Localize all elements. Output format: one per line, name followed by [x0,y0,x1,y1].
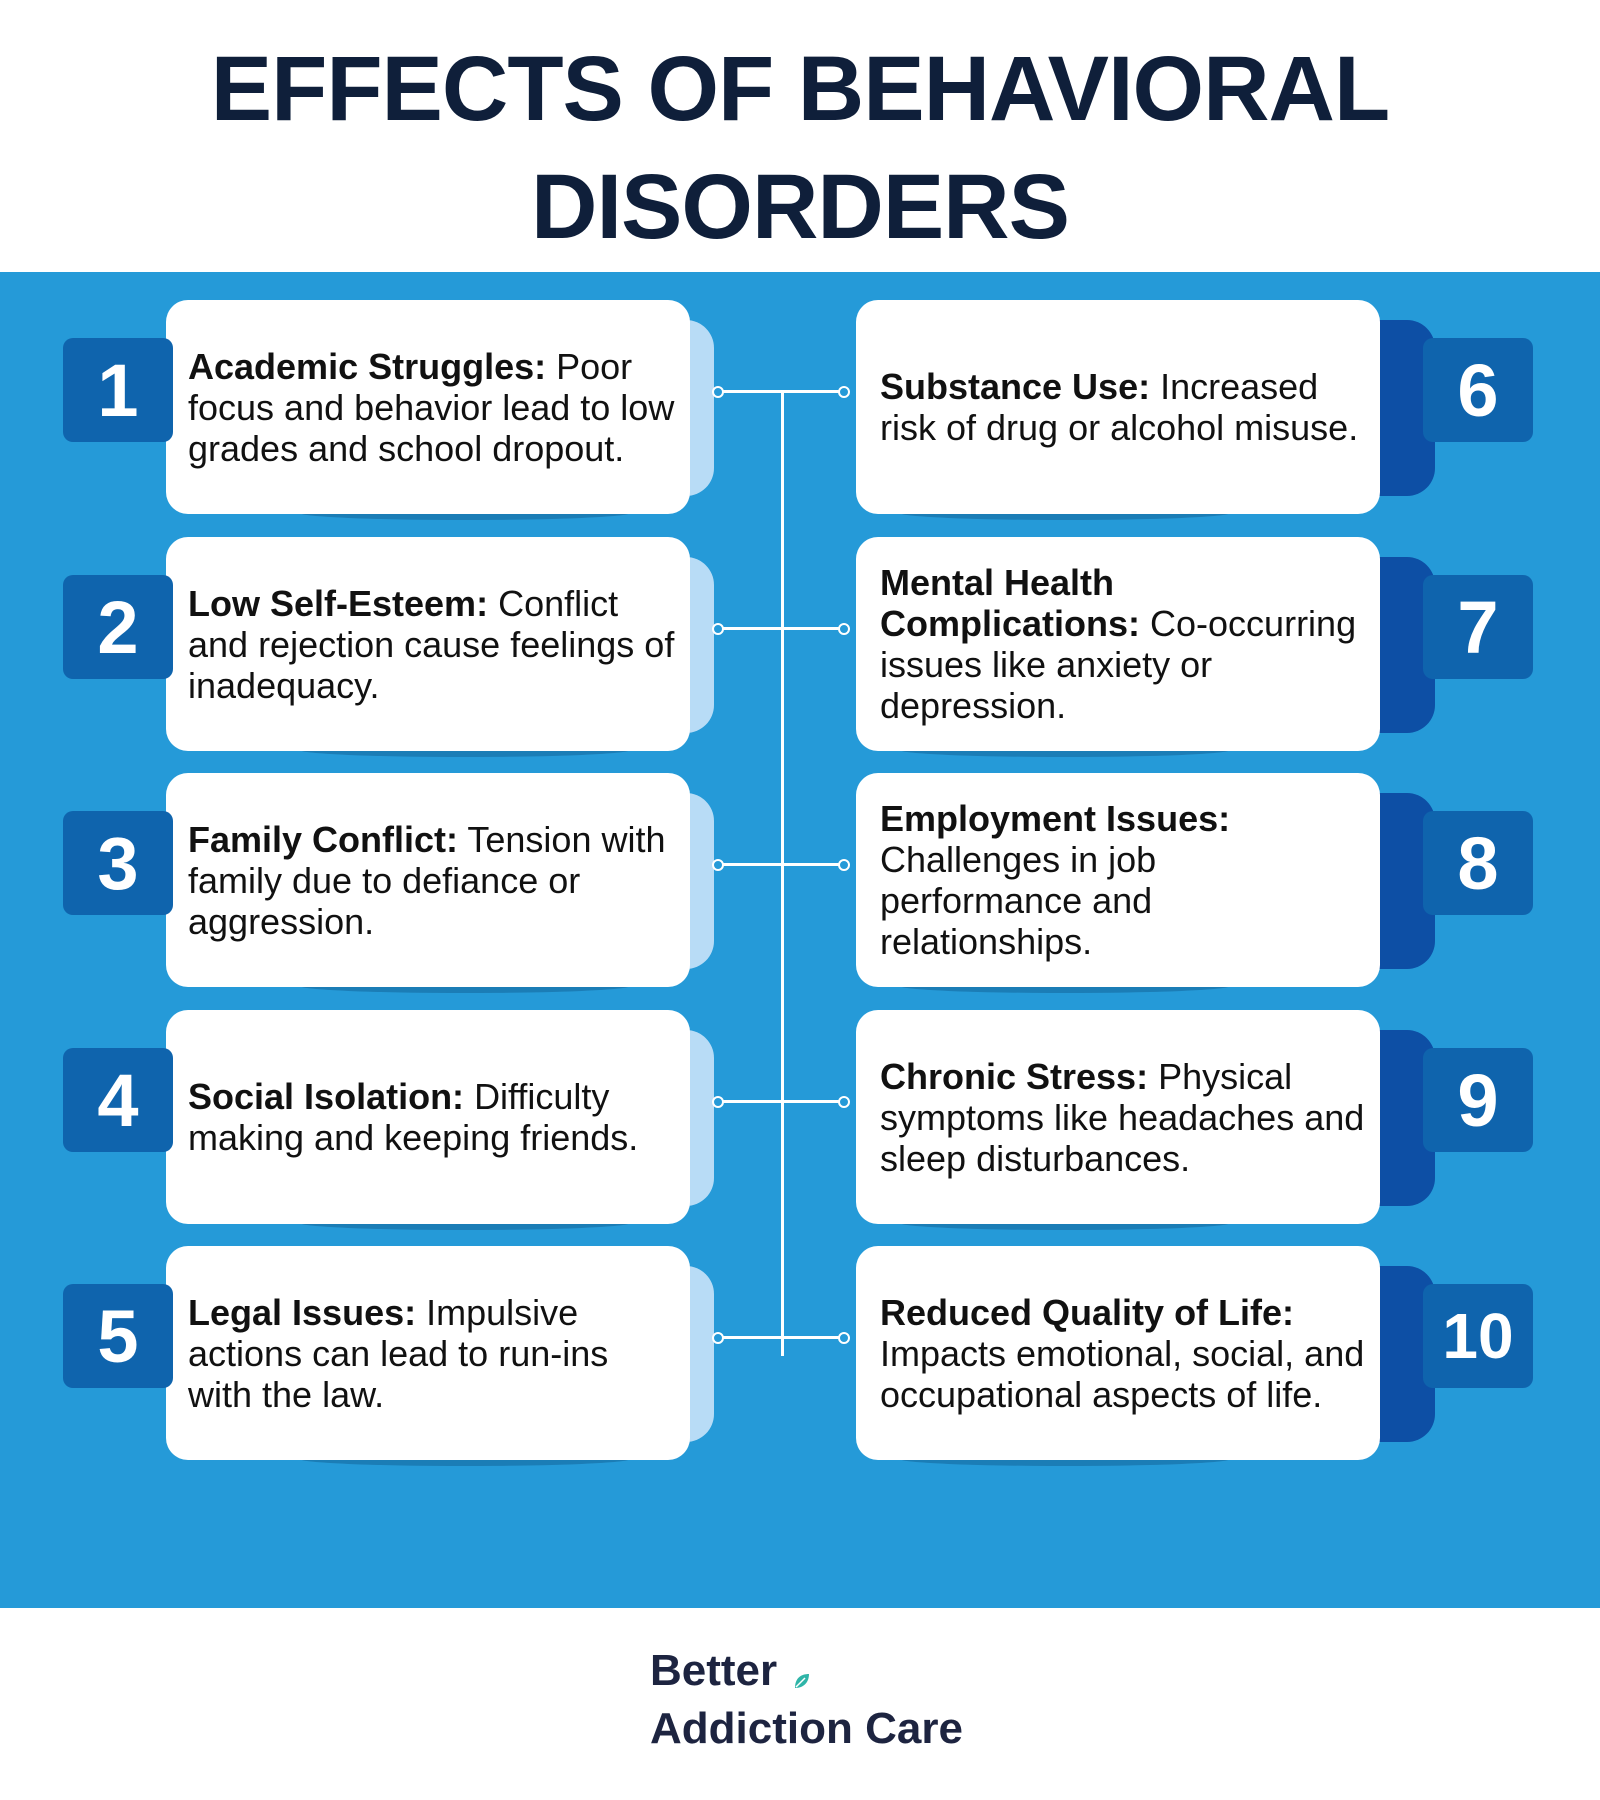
connector-line [716,627,782,630]
effect-card: Reduced Quality of Life: Impacts emotion… [856,1246,1380,1460]
connector-dot [712,386,724,398]
number-badge: 9 [1423,1048,1533,1152]
title-line-2: DISORDERS [531,156,1070,258]
logo-line-2: Addiction Care [650,1704,963,1753]
effect-text: Chronic Stress: Physical symptoms like h… [880,1056,1366,1179]
effect-heading: Social Isolation: [188,1076,465,1117]
effect-heading: Family Conflict: [188,818,459,860]
effect-description: Physical symptoms like headaches and sle… [880,1055,1365,1179]
title-line-1: EFFECTS OF BEHAVIORAL [210,38,1390,140]
effect-heading: Employment Issues: [880,798,1231,839]
effect-text: Mental Health Complications: Co-occurrin… [880,562,1366,726]
connector-line [782,1336,842,1339]
number-badge: 4 [63,1048,173,1152]
number-badge: 2 [63,575,173,679]
number-badge: 8 [1423,811,1533,915]
effect-heading: Mental Health Complications: [880,562,1141,644]
effect-heading: Legal Issues: [188,1291,417,1333]
effect-card: Academic Struggles: Poor focus and behav… [166,300,690,514]
effect-description: Co-occurring issues like anxiety or depr… [880,603,1357,726]
connector-line [782,390,842,393]
connector-dot [838,623,850,635]
effect-text: Reduced Quality of Life: Impacts emotion… [880,1292,1366,1415]
page-title: EFFECTS OF BEHAVIORAL DISORDERS [0,30,1600,266]
number-badge: 6 [1423,338,1533,442]
connector-dot [712,623,724,635]
connector-dot [838,1096,850,1108]
leaf-icon [795,1674,809,1688]
effect-text: Employment Issues: Challenges in job per… [880,798,1366,962]
effect-description: Increased risk of drug or alcohol misuse… [880,366,1359,448]
number-badge: 10 [1423,1284,1533,1388]
number-badge: 5 [63,1284,173,1388]
effect-card: Legal Issues: Impulsive actions can lead… [166,1246,690,1460]
connector-dot [712,859,724,871]
effect-text: Family Conflict: Tension with family due… [188,819,676,942]
effect-description: Tension with family due to defiance or a… [188,818,666,942]
effect-description: Conflict and rejection cause feelings of… [188,582,675,706]
connector-dot [838,386,850,398]
footer [0,1608,1600,1800]
connector-dot [712,1332,724,1344]
effect-description: Impacts emotional, social, and occupatio… [880,1332,1365,1415]
effect-description: Poor focus and behavior lead to low grad… [188,345,675,469]
effect-card: Substance Use: Increased risk of drug or… [856,300,1380,514]
connector-dot [838,859,850,871]
connector-dot [838,1332,850,1344]
effect-card: Employment Issues: Challenges in job per… [856,773,1380,987]
connector-line [716,390,782,393]
connector-line [716,863,782,866]
effect-text: Academic Struggles: Poor focus and behav… [188,346,676,469]
effect-description: Challenges in job performance and relati… [880,839,1157,962]
effect-description: Impulsive actions can lead to run-ins wi… [188,1291,609,1415]
effect-description: Difficulty making and keeping friends. [188,1076,639,1158]
brand-logo: Better Addiction Care [650,1642,963,1758]
connector-line [782,863,842,866]
effect-heading: Chronic Stress: [880,1055,1149,1097]
connector-line [782,627,842,630]
effect-card: Chronic Stress: Physical symptoms like h… [856,1010,1380,1224]
effect-card: Social Isolation: Difficulty making and … [166,1010,690,1224]
effect-text: Substance Use: Increased risk of drug or… [880,366,1366,448]
effect-card: Family Conflict: Tension with family due… [166,773,690,987]
center-connector-line [781,390,784,1356]
connector-line [716,1100,782,1103]
connector-line [782,1100,842,1103]
effect-heading: Low Self-Esteem: [188,582,489,624]
effect-text: Social Isolation: Difficulty making and … [188,1076,676,1158]
effect-heading: Academic Struggles: [188,345,547,387]
effect-text: Legal Issues: Impulsive actions can lead… [188,1292,676,1415]
effect-heading: Reduced Quality of Life: [880,1291,1295,1333]
connector-dot [712,1096,724,1108]
number-badge: 7 [1423,575,1533,679]
effect-heading: Substance Use: [880,366,1151,407]
number-badge: 3 [63,811,173,915]
effect-card: Mental Health Complications: Co-occurrin… [856,537,1380,751]
logo-line-1: Better [650,1646,778,1695]
connector-line [716,1336,782,1339]
effect-card: Low Self-Esteem: Conflict and rejection … [166,537,690,751]
effect-text: Low Self-Esteem: Conflict and rejection … [188,583,676,706]
number-badge: 1 [63,338,173,442]
